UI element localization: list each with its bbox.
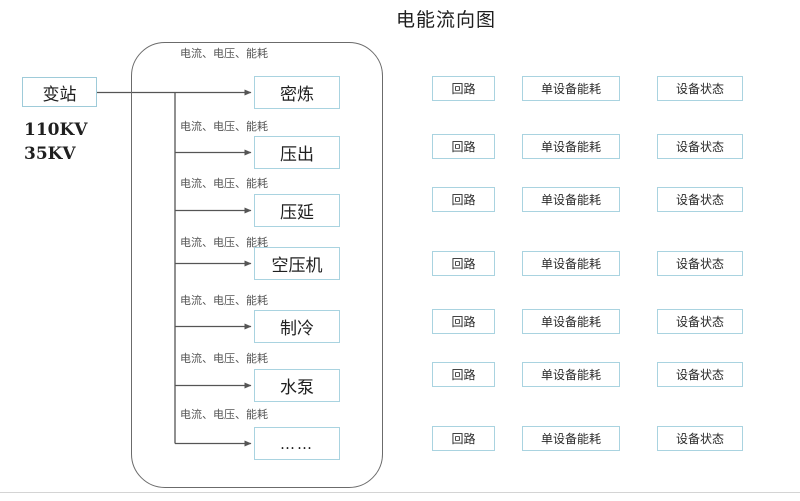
side-box-circuit-row-2[interactable]: 回路: [432, 187, 495, 212]
side-box-device-status-row-6[interactable]: 设备状态: [657, 426, 743, 451]
process-group-container: [131, 42, 383, 488]
side-box-circuit-row-4[interactable]: 回路: [432, 309, 495, 334]
side-box-circuit-row-6[interactable]: 回路: [432, 426, 495, 451]
branch-label-1: 电流、电压、能耗: [180, 120, 268, 133]
side-box-device-energy-row-5[interactable]: 单设备能耗: [522, 362, 620, 387]
side-box-device-status-row-5[interactable]: 设备状态: [657, 362, 743, 387]
side-box-device-energy-row-4[interactable]: 单设备能耗: [522, 309, 620, 334]
side-box-device-energy-row-2[interactable]: 单设备能耗: [522, 187, 620, 212]
side-box-device-energy-row-6[interactable]: 单设备能耗: [522, 426, 620, 451]
side-box-circuit-row-1[interactable]: 回路: [432, 134, 495, 159]
branch-label-5: 电流、电压、能耗: [180, 352, 268, 365]
side-box-device-energy-row-3[interactable]: 单设备能耗: [522, 251, 620, 276]
side-box-circuit-row-5[interactable]: 回路: [432, 362, 495, 387]
process-box-3[interactable]: 空压机: [254, 247, 340, 280]
process-box-4[interactable]: 制冷: [254, 310, 340, 343]
voltage-level-110: 110KV: [24, 120, 88, 140]
side-box-device-status-row-4[interactable]: 设备状态: [657, 309, 743, 334]
branch-label-3: 电流、电压、能耗: [180, 236, 268, 249]
side-box-device-status-row-1[interactable]: 设备状态: [657, 134, 743, 159]
branch-label-2: 电流、电压、能耗: [180, 177, 268, 190]
voltage-labels: 110KV 35KV: [24, 118, 87, 166]
bottom-divider: [0, 492, 800, 493]
voltage-level-35: 35KV: [24, 144, 76, 164]
side-box-device-status-row-0[interactable]: 设备状态: [657, 76, 743, 101]
branch-label-6: 电流、电压、能耗: [180, 408, 268, 421]
substation-box[interactable]: 变站: [22, 77, 97, 107]
side-box-device-energy-row-1[interactable]: 单设备能耗: [522, 134, 620, 159]
process-box-1[interactable]: 压出: [254, 136, 340, 169]
side-box-device-status-row-2[interactable]: 设备状态: [657, 187, 743, 212]
side-box-circuit-row-3[interactable]: 回路: [432, 251, 495, 276]
side-box-circuit-row-0[interactable]: 回路: [432, 76, 495, 101]
process-box-6[interactable]: ……: [254, 427, 340, 460]
branch-label-0: 电流、电压、能耗: [180, 47, 268, 60]
side-box-device-status-row-3[interactable]: 设备状态: [657, 251, 743, 276]
page-title: 电能流向图: [396, 9, 497, 31]
side-box-device-energy-row-0[interactable]: 单设备能耗: [522, 76, 620, 101]
branch-label-4: 电流、电压、能耗: [180, 294, 268, 307]
process-box-0[interactable]: 密炼: [254, 76, 340, 109]
process-box-2[interactable]: 压延: [254, 194, 340, 227]
process-box-5[interactable]: 水泵: [254, 369, 340, 402]
